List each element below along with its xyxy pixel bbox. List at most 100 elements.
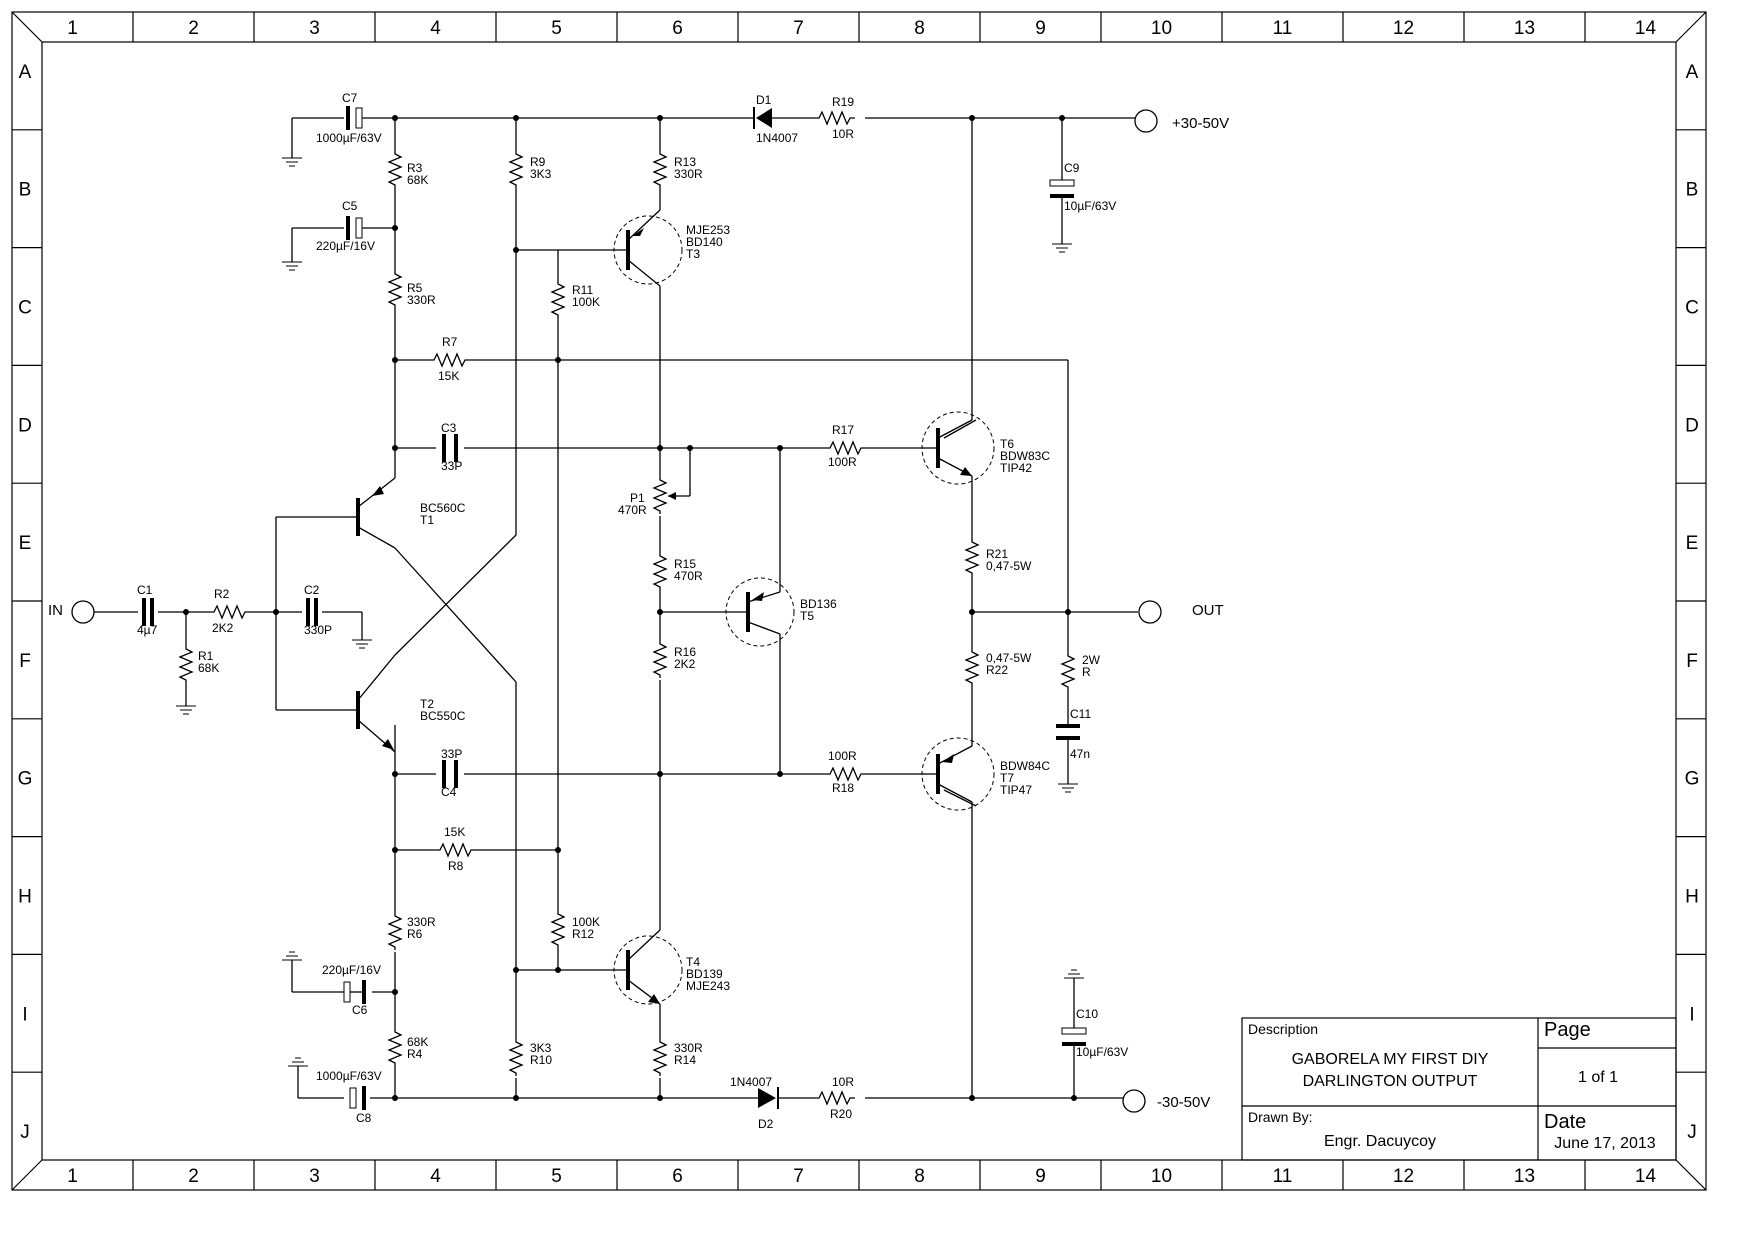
- resistor-R21: R21 0,47-5W: [964, 538, 1032, 576]
- svg-text:BD136: BD136: [800, 597, 837, 611]
- svg-text:T7: T7: [1000, 771, 1014, 785]
- grid-row-label-left: J: [20, 1122, 30, 1143]
- resistor-R1: R1 68K: [178, 645, 219, 683]
- capacitor-C1: C1 4µ7: [137, 583, 158, 637]
- svg-text:D2: D2: [758, 1117, 774, 1131]
- svg-text:33P: 33P: [441, 747, 462, 761]
- resistor-R19: R19 10R: [815, 95, 855, 141]
- svg-text:R6: R6: [407, 927, 423, 941]
- svg-text:C11: C11: [1070, 707, 1091, 721]
- svg-text:R3: R3: [407, 161, 423, 175]
- svg-text:68K: 68K: [407, 173, 428, 187]
- svg-text:R2: R2: [214, 587, 230, 601]
- svg-text:3K3: 3K3: [530, 167, 552, 181]
- svg-text:100R: 100R: [828, 749, 857, 763]
- grid-col-label-top: 11: [1273, 18, 1293, 39]
- svg-text:100K: 100K: [572, 915, 600, 929]
- svg-text:C8: C8: [356, 1111, 372, 1125]
- svg-text:470R: 470R: [674, 569, 703, 583]
- svg-text:R15: R15: [674, 557, 696, 571]
- svg-text:100K: 100K: [572, 295, 600, 309]
- svg-text:C4: C4: [441, 785, 457, 799]
- svg-text:T3: T3: [686, 247, 700, 261]
- svg-text:D1: D1: [756, 93, 772, 107]
- grid-row-label-right: G: [1685, 769, 1700, 790]
- grid-col-label-top: 10: [1151, 18, 1172, 39]
- svg-text:1000µF/63V: 1000µF/63V: [316, 131, 382, 145]
- svg-text:R: R: [1082, 665, 1091, 679]
- title-block: Description GABORELA MY FIRST DIY DARLIN…: [1241, 1017, 1677, 1161]
- svg-text:R11: R11: [572, 283, 593, 297]
- svg-text:BC550C: BC550C: [420, 709, 466, 723]
- svg-text:0,47-5W: 0,47-5W: [986, 651, 1032, 665]
- svg-text:0,47-5W: 0,47-5W: [986, 559, 1032, 573]
- svg-text:BDW83C: BDW83C: [1000, 449, 1050, 463]
- svg-text:R12: R12: [572, 927, 594, 941]
- grid-row-label-right: C: [1685, 298, 1699, 319]
- capacitor-C9: C9 10µF/63V: [1049, 161, 1116, 213]
- grid-row-label-left: I: [22, 1004, 27, 1025]
- resistor-R9: R9 3K3: [508, 150, 552, 188]
- svg-text:330R: 330R: [674, 167, 703, 181]
- svg-text:1N4007: 1N4007: [730, 1075, 772, 1089]
- resistor-R7: R7 15K: [430, 335, 470, 383]
- grid-col-label-bottom: 4: [430, 1166, 441, 1187]
- svg-text:C1: C1: [137, 583, 153, 597]
- svg-text:220µF/16V: 220µF/16V: [322, 963, 381, 977]
- grid-col-label-bottom: 5: [551, 1166, 562, 1187]
- svg-text:MJE253: MJE253: [686, 223, 730, 237]
- description-label: Description: [1248, 1021, 1318, 1037]
- svg-text:T6: T6: [1000, 437, 1014, 451]
- grid-col-label-top: 14: [1635, 18, 1657, 39]
- svg-text:330R: 330R: [674, 1041, 703, 1055]
- svg-text:2W: 2W: [1082, 653, 1101, 667]
- svg-text:BC560C: BC560C: [420, 501, 466, 515]
- grid-row-label-left: C: [18, 298, 32, 319]
- svg-text:R21: R21: [986, 547, 1008, 561]
- title-line-2: DARLINGTON OUTPUT: [1303, 1073, 1478, 1090]
- terminal-vpos: +30-50V: [1134, 109, 1229, 133]
- svg-text:R17: R17: [832, 423, 854, 437]
- grid-col-label-top: 12: [1393, 18, 1414, 39]
- grid-col-label-bottom: 11: [1273, 1166, 1293, 1187]
- svg-text:R5: R5: [407, 281, 423, 295]
- grid-row-label-right: J: [1687, 1122, 1697, 1143]
- svg-text:+30-50V: +30-50V: [1172, 115, 1229, 132]
- grid-col-label-bottom: 6: [672, 1166, 683, 1187]
- grid-col-label-bottom: 14: [1635, 1166, 1657, 1187]
- resistor-R: 2W R: [1060, 652, 1101, 690]
- grid-col-label-top: 9: [1035, 18, 1046, 39]
- grid-row-label-right: H: [1685, 887, 1699, 908]
- svg-text:C5: C5: [342, 199, 358, 213]
- svg-text:2K2: 2K2: [674, 657, 696, 671]
- grid-row-label-right: B: [1686, 180, 1699, 201]
- grid-row-label-right: A: [1686, 62, 1699, 83]
- svg-text:220µF/16V: 220µF/16V: [316, 239, 375, 253]
- svg-text:R22: R22: [986, 663, 1008, 677]
- svg-text:68K: 68K: [407, 1035, 428, 1049]
- svg-text:330R: 330R: [407, 915, 436, 929]
- potentiometer-P1: P1 470R: [618, 476, 676, 517]
- capacitor-C10: C10 10µF/63V: [1061, 1007, 1128, 1059]
- grid-col-label-top: 2: [188, 18, 199, 39]
- grid-col-label-bottom: 1: [67, 1166, 78, 1187]
- resistor-R16: R16 2K2: [652, 640, 696, 678]
- svg-text:T5: T5: [800, 609, 814, 623]
- svg-text:R18: R18: [832, 781, 854, 795]
- svg-text:R14: R14: [674, 1053, 696, 1067]
- grid-col-label-bottom: 12: [1393, 1166, 1414, 1187]
- transistor-T4: T4 BD139 MJE243: [610, 929, 730, 1005]
- svg-text:TIP42: TIP42: [1000, 461, 1032, 475]
- svg-text:BD140: BD140: [686, 235, 723, 249]
- capacitor-C7: C7 1000µF/63V: [316, 91, 382, 145]
- svg-text:10R: 10R: [832, 1075, 854, 1089]
- grid-row-label-right: E: [1686, 533, 1699, 554]
- capacitor-C8: 1000µF/63V C8: [316, 1069, 382, 1125]
- capacitor-C3: C3 33P: [441, 421, 462, 473]
- resistor-R2: R2 2K2: [210, 587, 246, 635]
- transistor-T7: BDW84C T7 TIP47: [921, 737, 1050, 811]
- grid-col-label-bottom: 9: [1035, 1166, 1046, 1187]
- svg-text:BD139: BD139: [686, 967, 723, 981]
